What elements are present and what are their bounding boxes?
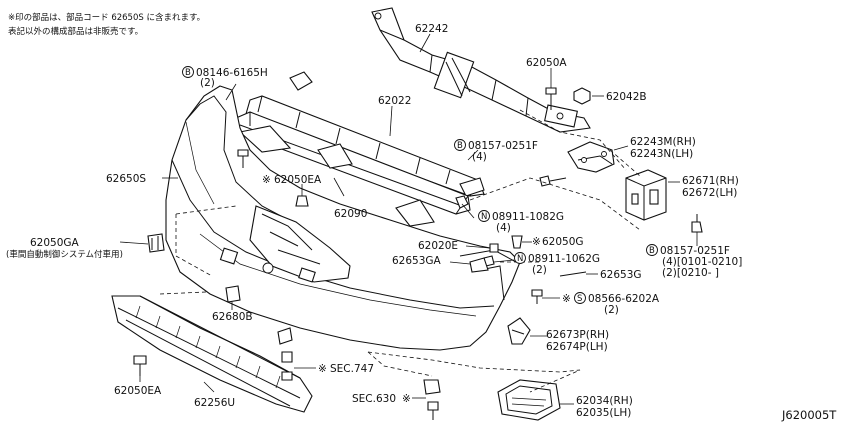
asterisk-mark: ※ [318, 363, 327, 375]
nut-mark-icon [478, 210, 490, 222]
reference-lines [159, 109, 641, 393]
label-62680B: 62680B [212, 311, 253, 323]
label-62653G: 62653G [600, 269, 642, 281]
label-62034: 62034(RH) [576, 395, 633, 407]
part-62243-side-bracket [567, 141, 615, 173]
label-SEC630: SEC.630 [352, 393, 396, 405]
bolt-mark-icon [646, 244, 658, 256]
bolt-mark-letter: B [457, 141, 463, 151]
label-08566: 08566-6202A [588, 293, 660, 305]
callouts: 62242 62050A 62042B B 08146-6165H (2) 62… [6, 23, 837, 422]
label-08911-a-qty: (4) [496, 222, 511, 234]
asterisk-mark: ※ [262, 174, 271, 186]
label-62674P: 62674P(LH) [546, 341, 608, 353]
leader-lines [119, 33, 698, 405]
label-62050GA: 62050GA [30, 237, 80, 249]
bolt-mark-letter: B [649, 246, 655, 256]
part-62090-absorber [235, 111, 471, 227]
note-line-1: ※印の部品は、部品コード 62650S に含まれます。 [8, 12, 205, 23]
label-08157-a-qty: (4) [472, 151, 487, 163]
label-62650S: 62650S [106, 173, 146, 185]
label-62243N: 62243N(LH) [630, 148, 693, 160]
label-62050A: 62050A [526, 57, 567, 69]
label-62050EA-bottom: 62050EA [114, 385, 162, 397]
label-08157-b-q2: (2)[0210- ] [662, 267, 719, 279]
label-08157-a: 08157-0251F [468, 140, 538, 152]
part-62050GA-clip [147, 233, 165, 253]
label-08911-b-qty: (2) [532, 264, 547, 276]
fasteners [133, 87, 703, 420]
label-62672: 62672(LH) [682, 187, 737, 199]
part-62671-bracket [625, 169, 667, 221]
part-62242-upper-bracket [371, 7, 591, 133]
label-62242: 62242 [415, 23, 448, 35]
part-62022-reinforcement [245, 71, 485, 197]
nut-mark-letter: N [481, 212, 487, 222]
bolt-mark-icon [182, 66, 194, 78]
nut-mark-icon [514, 252, 526, 264]
label-08157-b: 08157-0251F [660, 245, 730, 257]
label-62035: 62035(LH) [576, 407, 631, 419]
part-62034-cover [497, 379, 561, 421]
screw-mark-letter: S [577, 294, 582, 304]
screw-mark-icon [574, 292, 586, 304]
part-62680B-plate [225, 285, 241, 303]
part-62673P-seal [507, 317, 531, 345]
asterisk-mark: ※ [532, 236, 541, 248]
label-62050EA-top: 62050EA [274, 174, 322, 186]
label-62653GA: 62653GA [392, 255, 442, 267]
label-62673P: 62673P(RH) [546, 329, 609, 341]
label-62090: 62090 [334, 208, 367, 220]
bolt-mark-icon [454, 139, 466, 151]
label-08911-a: 08911-1082G [492, 211, 564, 223]
label-62671: 62671(RH) [682, 175, 739, 187]
label-62022: 62022 [378, 95, 411, 107]
label-62042B: 62042B [606, 91, 647, 103]
label-08911-b: 08911-1062G [528, 253, 600, 265]
nut-mark-letter: N [517, 254, 523, 264]
diagram-code: J620005T [781, 408, 837, 422]
asterisk-mark: ※ [562, 293, 571, 305]
label-08146-qty: (2) [200, 77, 215, 89]
label-08157-b-q1: (4)[0101-0210] [662, 256, 742, 268]
asterisk-mark: ※ [402, 393, 411, 405]
label-08566-qty: (2) [604, 304, 619, 316]
label-08146: 08146-6165H [196, 67, 268, 79]
label-SEC747: SEC.747 [330, 363, 374, 375]
part-62256U-lower-grille [111, 295, 313, 413]
bolt-mark-letter: B [185, 68, 191, 78]
note-line-2: 表記以外の構成部品は非販売です。 [8, 26, 143, 37]
label-62050GA-note: (車間自動制御システム付車用) [6, 249, 123, 260]
label-62050G: 62050G [542, 236, 584, 248]
label-62243M: 62243M(RH) [630, 136, 696, 148]
label-62256U: 62256U [194, 397, 235, 409]
label-62020E: 62020E [418, 240, 458, 252]
